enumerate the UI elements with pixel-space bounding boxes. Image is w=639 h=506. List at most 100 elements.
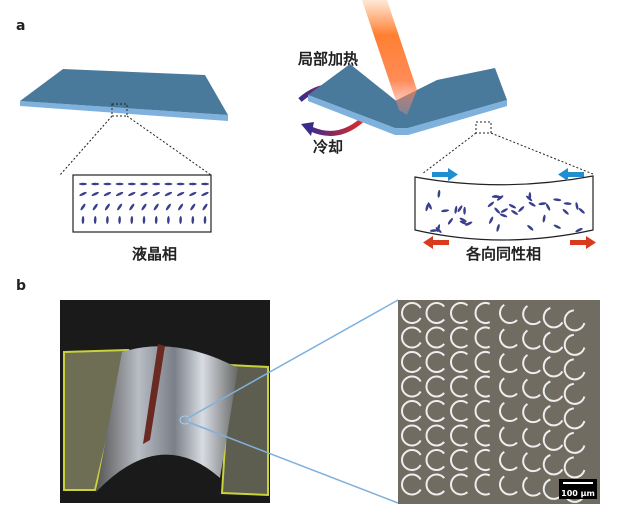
molecule bbox=[115, 182, 124, 186]
ring-arc bbox=[522, 452, 541, 473]
liquid-crystal-phase-label: 液晶相 bbox=[132, 245, 177, 263]
molecule bbox=[500, 208, 508, 213]
ring-arc bbox=[401, 473, 422, 496]
device-photo bbox=[60, 300, 270, 503]
molecule bbox=[104, 203, 110, 211]
ring-arc bbox=[499, 377, 518, 398]
molecule bbox=[152, 191, 160, 197]
ring-arc bbox=[542, 307, 564, 329]
ring-arc bbox=[450, 326, 469, 349]
molecule bbox=[496, 195, 504, 201]
molecule bbox=[93, 216, 97, 224]
ring-arc bbox=[474, 400, 491, 422]
ring-arc bbox=[499, 401, 518, 422]
molecule bbox=[191, 216, 195, 224]
molecule bbox=[545, 203, 551, 211]
molecule bbox=[465, 221, 473, 226]
molecule bbox=[494, 207, 501, 214]
molecule bbox=[91, 182, 100, 186]
compression-arrows bbox=[432, 168, 584, 181]
ring-arc bbox=[522, 427, 541, 448]
ring-arc bbox=[542, 331, 564, 353]
ring-arc bbox=[401, 351, 422, 373]
ring-arc bbox=[474, 302, 491, 324]
molecule bbox=[578, 207, 585, 214]
molecule bbox=[425, 203, 429, 212]
molecule bbox=[142, 216, 146, 224]
molecule bbox=[128, 191, 136, 197]
molecule bbox=[164, 191, 173, 197]
ring-arc bbox=[450, 400, 469, 422]
panel-a-label: a bbox=[16, 18, 25, 34]
molecule bbox=[165, 203, 171, 211]
molecule bbox=[459, 220, 468, 225]
molecule bbox=[141, 203, 147, 211]
ring-arc bbox=[401, 302, 422, 324]
molecule bbox=[518, 206, 525, 212]
ring-arc bbox=[542, 429, 564, 451]
ring-arc bbox=[401, 424, 422, 447]
ring-arc bbox=[499, 450, 518, 471]
ring-arc bbox=[474, 424, 491, 447]
ring-arc bbox=[563, 382, 586, 405]
panel-b-label: b bbox=[16, 278, 26, 294]
heated-region-box bbox=[475, 121, 492, 134]
ring-arc bbox=[522, 305, 541, 326]
ring-arc bbox=[522, 403, 541, 424]
molecule bbox=[491, 195, 500, 198]
molecule bbox=[189, 191, 197, 197]
molecule bbox=[435, 227, 442, 233]
molecule bbox=[164, 182, 173, 186]
ring-arc bbox=[522, 354, 541, 375]
molecule bbox=[92, 203, 98, 211]
laser-beam bbox=[362, 0, 417, 115]
molecule bbox=[140, 191, 148, 197]
callout-line bbox=[187, 299, 399, 419]
ring-arc bbox=[450, 473, 469, 496]
molecule bbox=[457, 205, 463, 213]
isotropic-molecules bbox=[425, 189, 585, 233]
ring-arc bbox=[542, 454, 564, 476]
molecule bbox=[575, 202, 579, 210]
zoom-line bbox=[490, 132, 594, 175]
molecule bbox=[459, 217, 467, 223]
heating-label: 局部加热 bbox=[297, 50, 358, 68]
ring-arc bbox=[425, 449, 445, 471]
ring-arc bbox=[499, 352, 518, 373]
tension-arrows bbox=[423, 236, 596, 249]
molecule bbox=[542, 214, 546, 223]
molecule bbox=[79, 182, 87, 186]
molecule bbox=[538, 202, 547, 206]
ring-arc bbox=[542, 405, 564, 427]
molecule bbox=[203, 216, 207, 224]
ring-arc bbox=[563, 309, 586, 332]
ring-arc bbox=[450, 449, 469, 471]
ring-arc bbox=[522, 329, 541, 350]
bent-plate bbox=[308, 64, 507, 135]
molecule bbox=[91, 191, 99, 197]
molecule bbox=[575, 228, 583, 233]
ring-arc bbox=[401, 326, 422, 349]
ring-arc bbox=[450, 351, 469, 373]
ring-arc bbox=[522, 476, 541, 497]
molecule bbox=[117, 203, 123, 211]
molecule bbox=[527, 224, 534, 231]
ring-arc bbox=[474, 473, 491, 496]
ring-arc bbox=[499, 426, 518, 447]
molecule bbox=[553, 224, 561, 229]
molecule bbox=[190, 203, 196, 211]
molecule bbox=[129, 203, 135, 211]
molecule bbox=[202, 203, 208, 211]
molecule bbox=[80, 203, 86, 211]
molecule bbox=[427, 202, 432, 210]
molecule bbox=[179, 216, 182, 224]
ring-arc bbox=[474, 326, 491, 349]
ring-arc bbox=[425, 351, 445, 373]
ring-arc bbox=[425, 473, 445, 496]
ring-arc bbox=[425, 302, 445, 324]
molecule bbox=[176, 182, 185, 186]
molecule bbox=[508, 204, 517, 209]
ring-arc bbox=[450, 424, 469, 447]
molecule bbox=[441, 209, 450, 213]
molecule bbox=[127, 182, 136, 186]
